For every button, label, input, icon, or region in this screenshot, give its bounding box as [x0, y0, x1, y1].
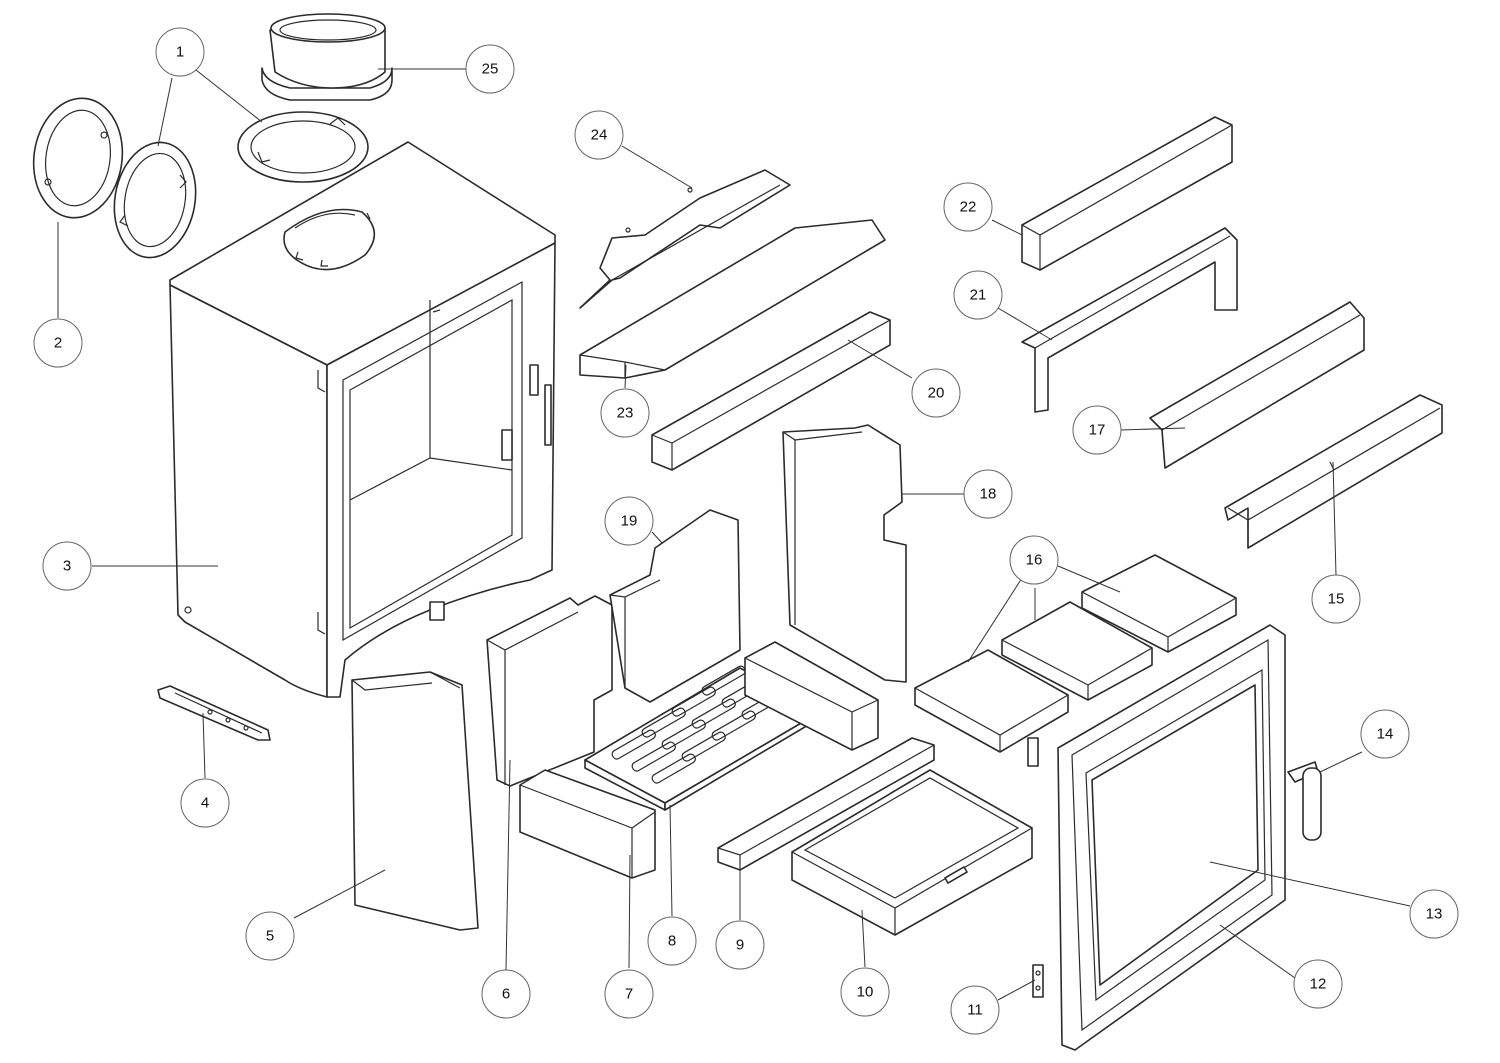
- part-flue-gasket: [237, 111, 369, 183]
- callout-label: 8: [668, 933, 676, 950]
- part-side-brick-right: [782, 424, 907, 683]
- callout-3: 3: [42, 541, 92, 591]
- part-baffle-bracket-upper: [1021, 227, 1238, 413]
- callout-10: 10: [840, 967, 890, 1017]
- callout-label: 13: [1426, 906, 1443, 923]
- callout-1: 1: [155, 27, 205, 77]
- part-flue-collar: [261, 13, 393, 101]
- part-back-brick: [609, 509, 741, 703]
- part-front-brick: [519, 769, 656, 879]
- callout-label: 3: [63, 558, 71, 575]
- leader-lines: [57, 68, 1411, 1001]
- callout-6: 6: [481, 969, 531, 1019]
- callout-13: 13: [1409, 889, 1459, 939]
- callout-24: 24: [574, 110, 624, 160]
- callout-label: 22: [960, 199, 977, 216]
- part-baffle-bracket-lower: [1149, 301, 1365, 469]
- callout-label: 19: [621, 513, 638, 530]
- callout-label: 1: [176, 44, 184, 61]
- part-base-plate-1: [914, 649, 1069, 753]
- callout-label: 11: [967, 1002, 983, 1019]
- callout-17: 17: [1072, 405, 1122, 455]
- part-riddling-tool: [157, 685, 271, 741]
- part-rear-bar: [651, 311, 891, 471]
- callout-label: 21: [970, 287, 987, 304]
- callout-20: 20: [911, 368, 961, 418]
- callout-11: 11: [950, 985, 1000, 1035]
- part-side-brick-rear: [486, 595, 613, 787]
- callout-14: 14: [1360, 709, 1410, 759]
- callout-label: 9: [736, 937, 744, 954]
- callout-label: 5: [266, 928, 274, 945]
- part-throat-plate: [579, 169, 791, 309]
- part-front-bar: [717, 737, 935, 871]
- callout-23: 23: [600, 388, 650, 438]
- callout-25: 25: [465, 44, 515, 94]
- part-top-brick: [1021, 116, 1233, 271]
- callout-label: 25: [482, 61, 499, 78]
- callout-18: 18: [963, 469, 1013, 519]
- part-door-glass: [1091, 684, 1259, 986]
- callout-2: 2: [33, 318, 83, 368]
- callout-label: 14: [1377, 726, 1394, 743]
- callout-label: 18: [980, 486, 997, 503]
- callout-label: 20: [928, 385, 945, 402]
- part-side-brick-left: [351, 671, 479, 931]
- callout-5: 5: [245, 911, 295, 961]
- part-spigot-ring: [32, 97, 124, 219]
- callout-8: 8: [647, 916, 697, 966]
- part-baffle-board: [579, 219, 886, 379]
- callout-label: 23: [617, 405, 634, 422]
- callout-label: 12: [1310, 976, 1327, 993]
- callout-label: 7: [625, 986, 633, 1003]
- callout-12: 12: [1293, 959, 1343, 1009]
- part-grate-side-brick: [744, 641, 879, 751]
- callout-label: 2: [54, 335, 62, 352]
- callout-15: 15: [1311, 574, 1361, 624]
- callout-4: 4: [180, 778, 230, 828]
- callout-label: 4: [201, 795, 209, 812]
- part-door-gasket: [113, 141, 197, 259]
- callout-label: 6: [502, 986, 510, 1003]
- part-base-plate-3: [1081, 554, 1237, 653]
- callout-label: 24: [591, 127, 608, 144]
- callout-22: 22: [943, 182, 993, 232]
- callout-9: 9: [715, 920, 765, 970]
- part-door-hinge: [1027, 737, 1044, 998]
- part-stove-body: [169, 141, 556, 698]
- callout-16: 16: [1009, 535, 1059, 585]
- callout-label: 15: [1328, 591, 1345, 608]
- callout-label: 10: [857, 984, 874, 1001]
- part-door-handle: [1287, 761, 1322, 841]
- callout-19: 19: [604, 496, 654, 546]
- part-base-plate-2: [1001, 601, 1153, 701]
- callout-21: 21: [953, 270, 1003, 320]
- callout-label: 17: [1089, 422, 1106, 439]
- callout-label: 16: [1026, 552, 1043, 569]
- part-ash-pan: [791, 769, 1033, 936]
- callout-7: 7: [604, 969, 654, 1019]
